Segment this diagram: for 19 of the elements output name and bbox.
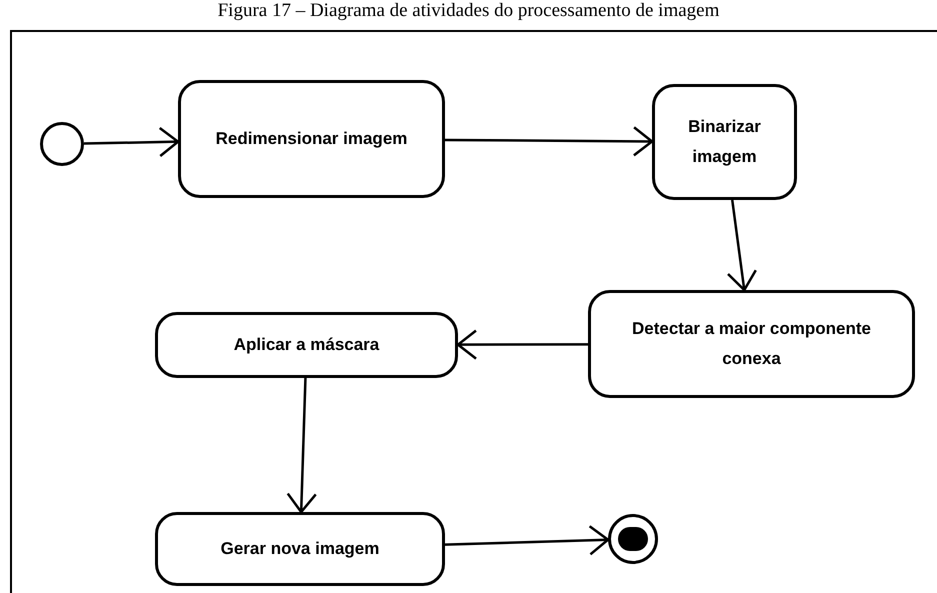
activity-label: Binarizar imagem bbox=[687, 116, 762, 168]
activity-box bbox=[155, 512, 445, 586]
arrow bbox=[286, 378, 317, 514]
figure-title: Figura 17 – Diagrama de atividades do processamento de imagem bbox=[216, 0, 720, 22]
activity-label: Detectar a maior componente conexa bbox=[630, 318, 872, 370]
activity-label: Redimensionar imagem bbox=[216, 128, 408, 150]
arrow bbox=[445, 126, 654, 157]
activity-label: Gerar nova imagem bbox=[220, 538, 380, 560]
arrow bbox=[456, 329, 588, 360]
arrow bbox=[726, 200, 758, 292]
activity-label: Aplicar a máscara bbox=[234, 334, 380, 356]
activity-box bbox=[178, 80, 445, 198]
activity-box bbox=[652, 84, 797, 200]
initial-node bbox=[40, 122, 84, 166]
activity-box bbox=[588, 290, 915, 398]
arrow bbox=[444, 525, 610, 556]
arrow bbox=[84, 126, 180, 158]
final-node bbox=[608, 514, 658, 564]
activity-box bbox=[155, 312, 458, 378]
